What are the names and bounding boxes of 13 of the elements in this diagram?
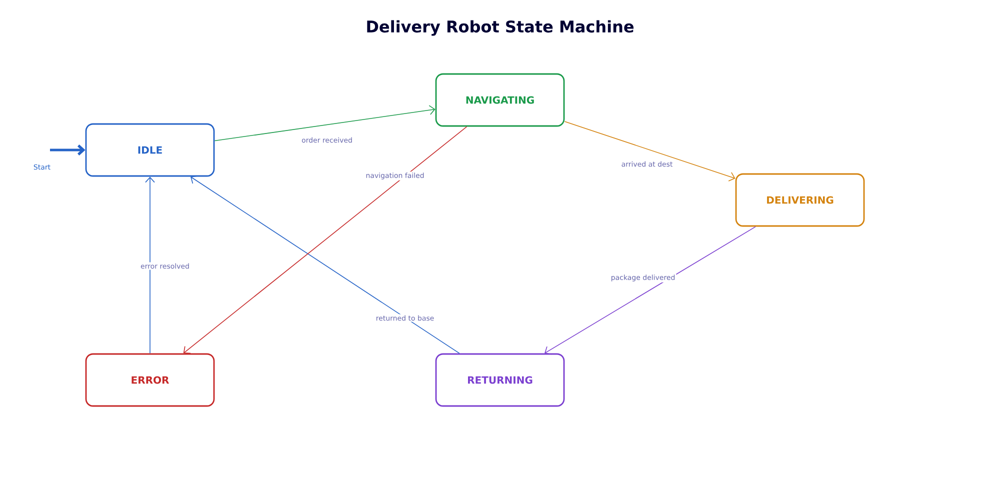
- state-box: DELIVERING: [735, 173, 865, 227]
- arrow: [564, 121, 736, 182]
- arrow: [50, 144, 86, 156]
- title: Delivery Robot State Machine: [367, 20, 634, 36]
- state-box: NAVIGATING: [435, 73, 565, 127]
- state-box: ERROR: [85, 353, 215, 407]
- state-box: RETURNING: [435, 353, 565, 407]
- arrow: [190, 176, 460, 354]
- arrow: [214, 105, 436, 142]
- arrow: [544, 226, 756, 355]
- state-box: IDLE: [85, 123, 215, 177]
- arrow: [145, 176, 155, 354]
- arrow: [183, 126, 468, 354]
